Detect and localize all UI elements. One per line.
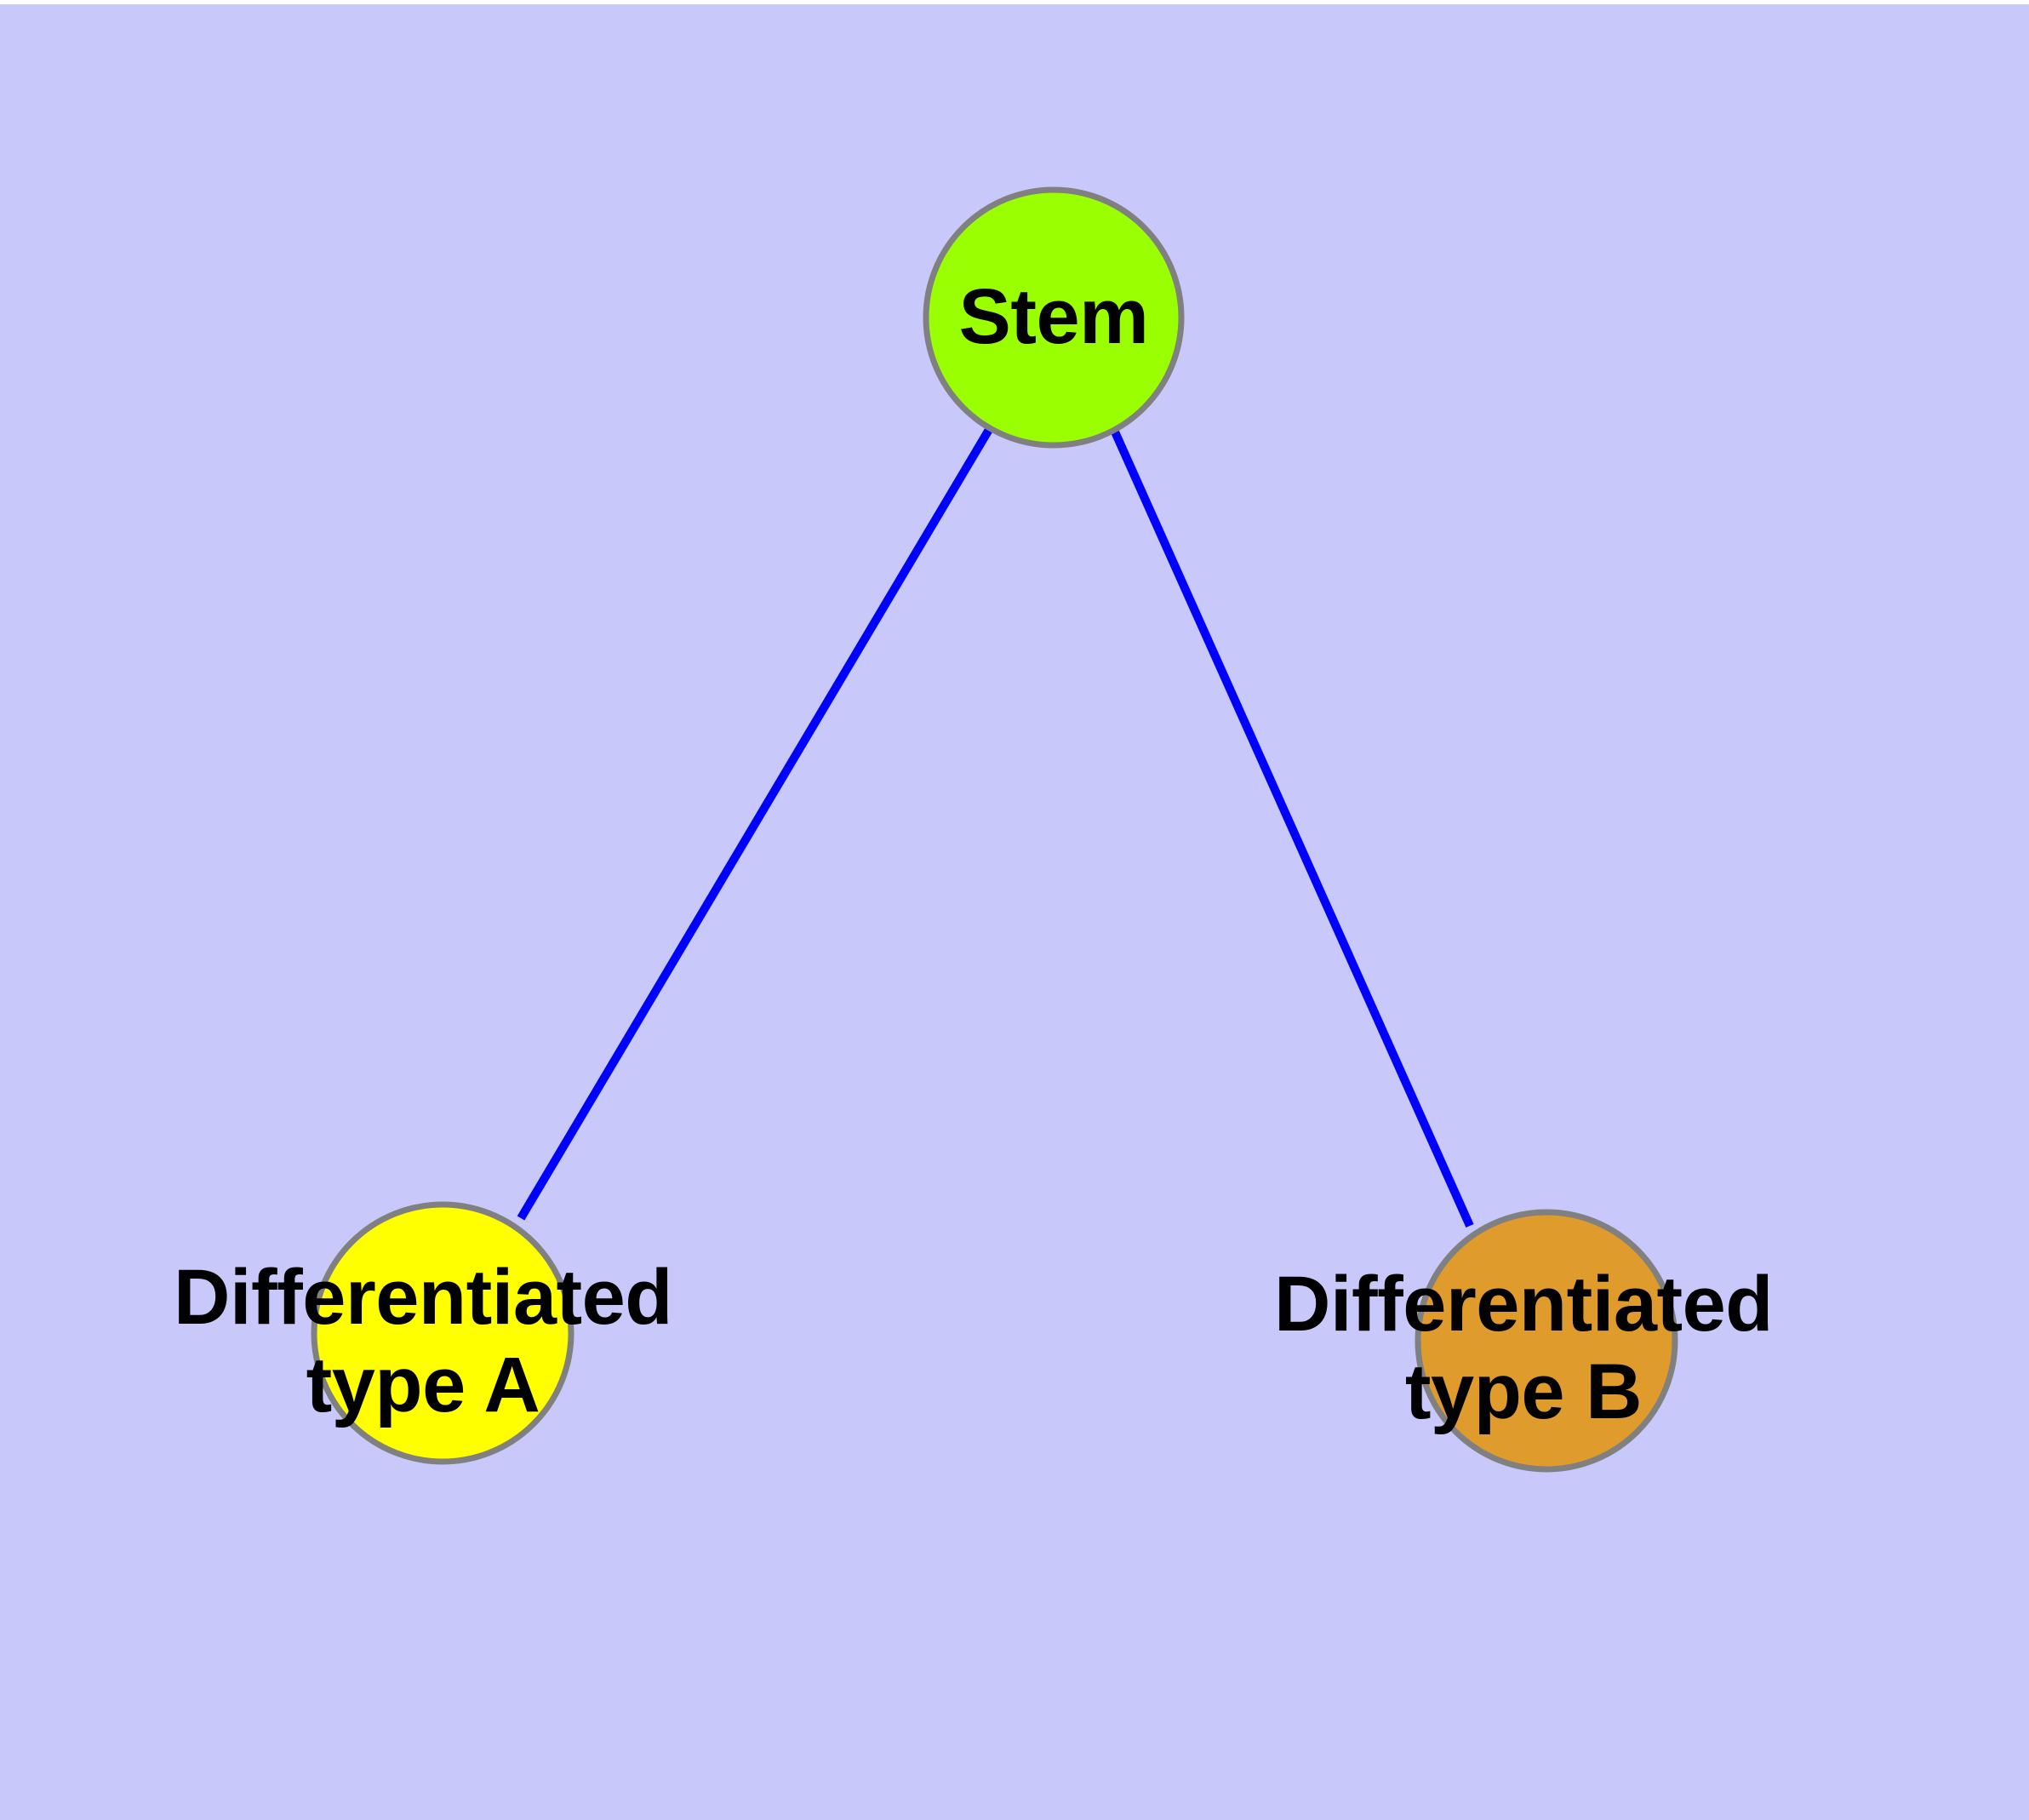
node-stem[interactable] — [923, 186, 1185, 449]
edge-stem-to-differentiated-type-b — [1110, 427, 1474, 1228]
edge-layer — [517, 426, 1474, 1228]
node-differentiated-type-a[interactable] — [311, 1201, 574, 1465]
node-layer — [311, 186, 1678, 1473]
node-differentiated-type-b[interactable] — [1415, 1209, 1678, 1473]
edge-stem-to-differentiated-type-a — [517, 426, 994, 1221]
